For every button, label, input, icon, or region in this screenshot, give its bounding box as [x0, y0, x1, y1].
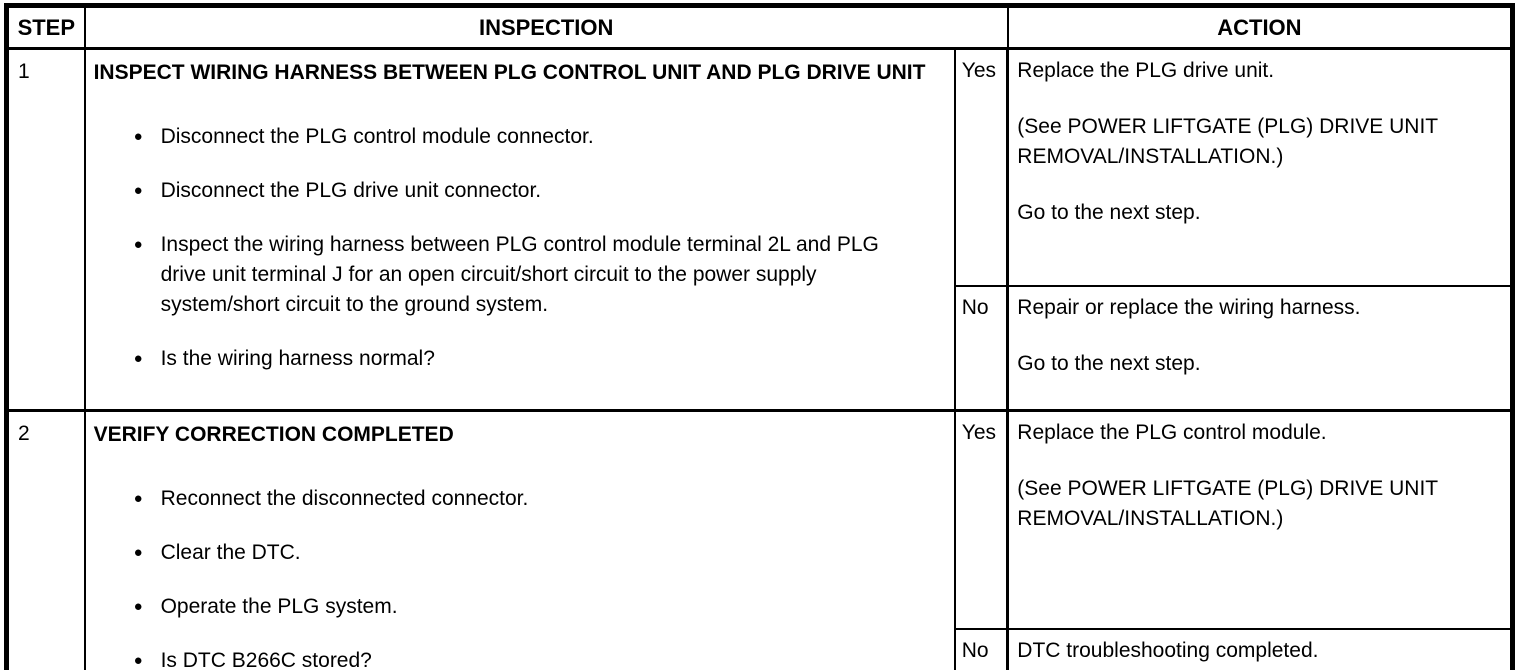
- list-item: ● Disconnect the PLG drive unit connecto…: [134, 176, 946, 206]
- bullet-icon: ●: [133, 543, 143, 561]
- bullet-icon: ●: [133, 128, 143, 145]
- table-row: 1 INSPECT WIRING HARNESS BETWEEN PLG CON…: [5, 47, 1514, 411]
- table-row: 2 VERIFY CORRECTION COMPLETED ● Reconnec…: [5, 408, 1514, 670]
- inspection-title: VERIFY CORRECTION COMPLETED: [93, 422, 454, 446]
- action-cell: Repair or replace the wiring harness. Go…: [1006, 284, 1514, 411]
- table-row: No Repair or replace the wiring harness.…: [7, 284, 1514, 411]
- list-item: ● Disconnect the PLG control module conn…: [134, 122, 946, 152]
- table-header-row: STEP INSPECTION ACTION: [5, 4, 1514, 50]
- no-label: No: [953, 284, 1009, 411]
- action-reference-text: (See POWER LIFTGATE (PLG) DRIVE UNIT REM…: [1017, 115, 1438, 168]
- inspection-bullet-text: Is the wiring harness normal?: [160, 347, 435, 370]
- column-header-action: ACTION: [1006, 4, 1514, 50]
- action-reference-text: (See POWER LIFTGATE (PLG) DRIVE UNIT REM…: [1017, 476, 1438, 530]
- inspection-cell: VERIFY CORRECTION COMPLETED ● Reconnect …: [83, 408, 956, 670]
- action-text: Repair or replace the wiring harness.: [1017, 295, 1361, 319]
- bullet-icon: ●: [133, 182, 143, 199]
- bullet-icon: ●: [133, 651, 143, 669]
- inspection-bullet-text: Is DTC B266C stored?: [160, 648, 372, 670]
- list-item: ● Reconnect the disconnected connector.: [134, 484, 946, 514]
- list-item: ● Clear the DTC.: [134, 538, 946, 568]
- inspection-bullet-text: Reconnect the disconnected connector.: [160, 486, 529, 510]
- column-header-inspection: INSPECTION: [83, 4, 1009, 50]
- action-cell: Replace the PLG control module. (See POW…: [1006, 408, 1514, 630]
- bullet-icon: ●: [133, 350, 143, 367]
- inspection-bullet-text: Operate the PLG system.: [160, 594, 398, 618]
- yes-label: Yes: [953, 408, 1009, 630]
- list-item: ● Is the wiring harness normal?: [134, 344, 946, 374]
- action-cell: Replace the PLG drive unit. (See POWER L…: [1006, 47, 1514, 287]
- inspection-cell: INSPECT WIRING HARNESS BETWEEN PLG CONTR…: [83, 47, 956, 411]
- action-cell: DTC troubleshooting completed.: [1006, 627, 1514, 670]
- table-row: No DTC troubleshooting completed.: [7, 627, 1514, 670]
- column-header-step: STEP: [5, 4, 86, 50]
- dtc-troubleshooting-table: STEP INSPECTION ACTION 1 INSPECT WIRING …: [4, 3, 1515, 670]
- no-label: No: [953, 627, 1009, 670]
- bullet-icon: ●: [133, 236, 143, 253]
- action-text: Go to the next step.: [1017, 201, 1201, 224]
- list-item: ● Operate the PLG system.: [134, 592, 946, 622]
- yes-label: Yes: [953, 47, 1009, 287]
- action-text: Replace the PLG drive unit.: [1017, 59, 1275, 82]
- step-number: 2: [5, 408, 86, 670]
- inspection-bullet-text: Inspect the wiring harness between PLG c…: [160, 233, 879, 316]
- inspection-bullet-text: Disconnect the PLG drive unit connector.: [160, 179, 542, 202]
- list-item: ● Inspect the wiring harness between PLG…: [134, 230, 946, 320]
- inspection-bullet-text: Disconnect the PLG control module connec…: [160, 125, 594, 148]
- step-number: 1: [5, 47, 86, 411]
- inspection-bullet-text: Clear the DTC.: [160, 540, 301, 564]
- bullet-icon: ●: [133, 489, 143, 507]
- list-item: ● Is DTC B266C stored?: [134, 646, 946, 670]
- bullet-icon: ●: [133, 597, 143, 615]
- action-text: Go to the next step.: [1017, 351, 1201, 375]
- inspection-title: INSPECT WIRING HARNESS BETWEEN PLG CONTR…: [93, 61, 926, 84]
- action-text: Replace the PLG control module.: [1017, 420, 1327, 444]
- action-text: DTC troubleshooting completed.: [1017, 638, 1319, 662]
